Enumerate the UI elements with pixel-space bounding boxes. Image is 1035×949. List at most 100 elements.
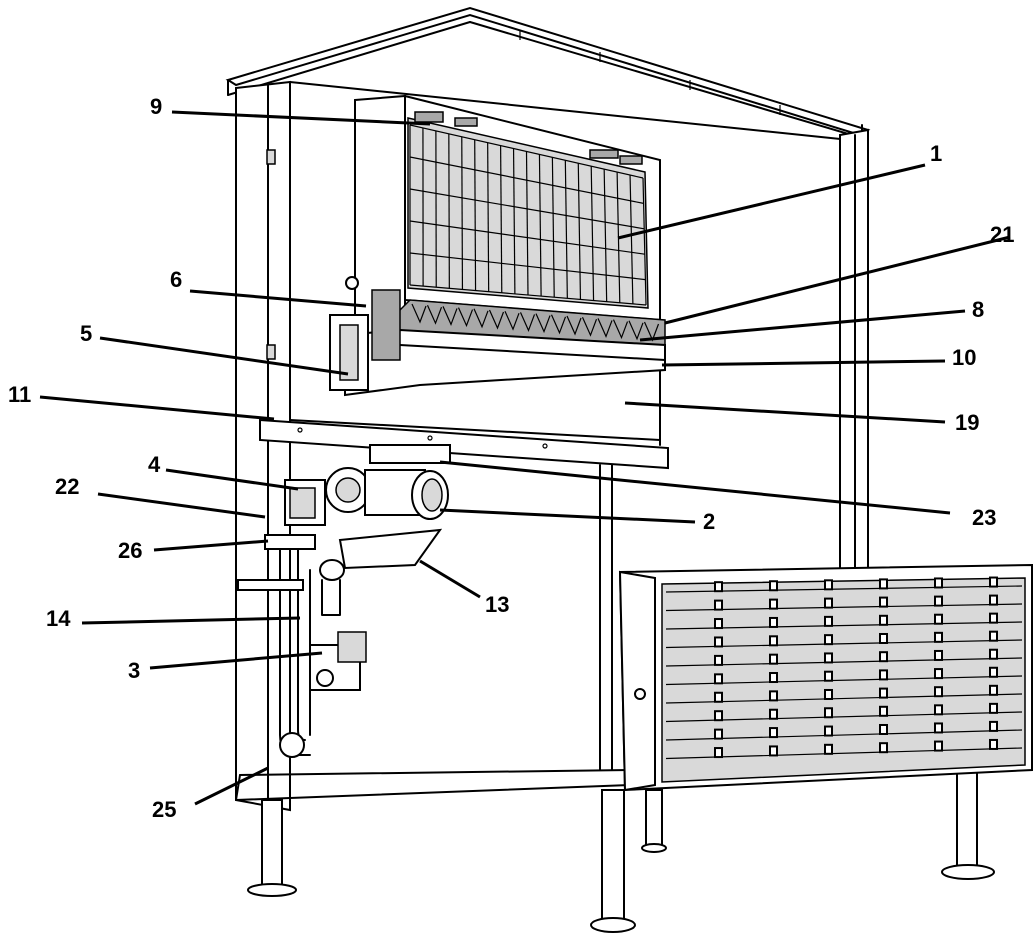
grille-tab	[934, 704, 943, 716]
callout-1: 1	[930, 141, 943, 166]
grille-tab	[879, 669, 888, 681]
grille-tab	[714, 618, 723, 630]
grille-tab	[769, 708, 778, 720]
grille-tab	[769, 598, 778, 610]
grille-tab	[934, 577, 943, 589]
grille-tab	[824, 688, 833, 700]
callout-5: 5	[80, 321, 93, 346]
grille-louver	[665, 621, 1023, 630]
evaporator-top-bracket	[414, 111, 643, 165]
grille-tab	[824, 670, 833, 682]
grille-tab	[824, 652, 833, 664]
grille-tab	[989, 648, 998, 660]
front-grille-panel	[618, 563, 1033, 792]
grille-tab	[824, 707, 833, 719]
deflector-plate	[259, 418, 669, 470]
grille-tab	[879, 651, 888, 663]
callout-2: 2	[703, 509, 716, 534]
grid-column-line	[474, 139, 477, 291]
callout-11: 11	[8, 382, 32, 407]
grille-tab	[714, 710, 723, 722]
callout-3: 3	[128, 658, 141, 683]
sump-trough	[319, 528, 443, 581]
grille-tab	[879, 596, 888, 608]
callout-10: 10	[952, 345, 977, 370]
grid-column-line	[487, 142, 490, 292]
grille-tab	[934, 595, 943, 607]
callout-9: 9	[150, 94, 163, 119]
grid-row-line	[409, 188, 645, 230]
grille-tab	[934, 631, 943, 643]
grid-column-line	[564, 160, 568, 299]
grille-tab	[879, 687, 888, 699]
grille-tab	[714, 673, 723, 685]
grille-tab	[769, 653, 778, 665]
evaporator-grid	[409, 124, 647, 306]
grille-tab	[989, 666, 998, 678]
grille-tab	[714, 747, 723, 759]
grille-tab	[989, 684, 998, 696]
water-level-sensor	[329, 276, 401, 391]
grille-tab	[769, 616, 778, 628]
grille-louver	[665, 603, 1023, 612]
grille-tab	[879, 723, 888, 735]
grille-tab	[989, 594, 998, 606]
leader-lines	[39, 110, 1011, 806]
grille-tab	[769, 745, 778, 757]
grille-tab	[824, 725, 833, 737]
grid-row-line	[409, 252, 646, 281]
callout-4: 4	[148, 452, 161, 477]
grid-row-line	[409, 284, 647, 306]
callout-13: 13	[485, 592, 510, 617]
grille-tab	[989, 612, 998, 624]
grille-tab	[934, 740, 943, 752]
callout-22: 22	[55, 474, 80, 499]
grille-tab	[824, 743, 833, 755]
grid-column-line	[642, 177, 647, 306]
grid-column-line	[590, 166, 595, 301]
leg-right	[941, 759, 995, 880]
grille-tab	[769, 580, 778, 592]
grid-column-line	[500, 145, 503, 293]
callout-8: 8	[972, 297, 985, 322]
grid-column-line	[512, 148, 516, 294]
grille-louver	[665, 585, 1023, 593]
base-frame	[235, 464, 631, 801]
water-trough	[344, 328, 666, 397]
grille-tab	[879, 632, 888, 644]
grid-column-line	[461, 136, 464, 290]
grid-row-line	[409, 156, 644, 204]
grille-tab	[714, 581, 723, 593]
leg-rear	[641, 789, 667, 853]
grille-tab	[769, 635, 778, 647]
grille-tab	[769, 672, 778, 684]
grille-tab	[769, 727, 778, 739]
callout-23: 23	[972, 505, 997, 530]
grid-column-line	[603, 169, 608, 302]
grille-tab	[714, 728, 723, 740]
grille-tab	[714, 599, 723, 611]
grille-louver	[665, 675, 1023, 686]
grille-tab	[714, 691, 723, 703]
grid-row-line	[409, 220, 645, 255]
grille-tab	[879, 705, 888, 717]
callout-25: 25	[152, 797, 177, 822]
grille-louver	[665, 747, 1023, 760]
grille-tab	[934, 686, 943, 698]
callout-21: 21	[990, 222, 1015, 247]
grille-tab	[824, 634, 833, 646]
grille-tab	[879, 578, 888, 590]
grille-tab	[934, 649, 943, 661]
callout-14: 14	[46, 606, 71, 631]
grille-louver	[665, 639, 1023, 649]
grid-column-line	[525, 151, 529, 296]
grid-column-line	[538, 154, 542, 297]
grid-column-line	[577, 163, 582, 300]
grille-tab	[989, 702, 998, 714]
grille-tab	[769, 690, 778, 702]
left-frame	[235, 80, 291, 812]
grille-tab	[989, 738, 998, 750]
callout-26: 26	[118, 538, 143, 563]
